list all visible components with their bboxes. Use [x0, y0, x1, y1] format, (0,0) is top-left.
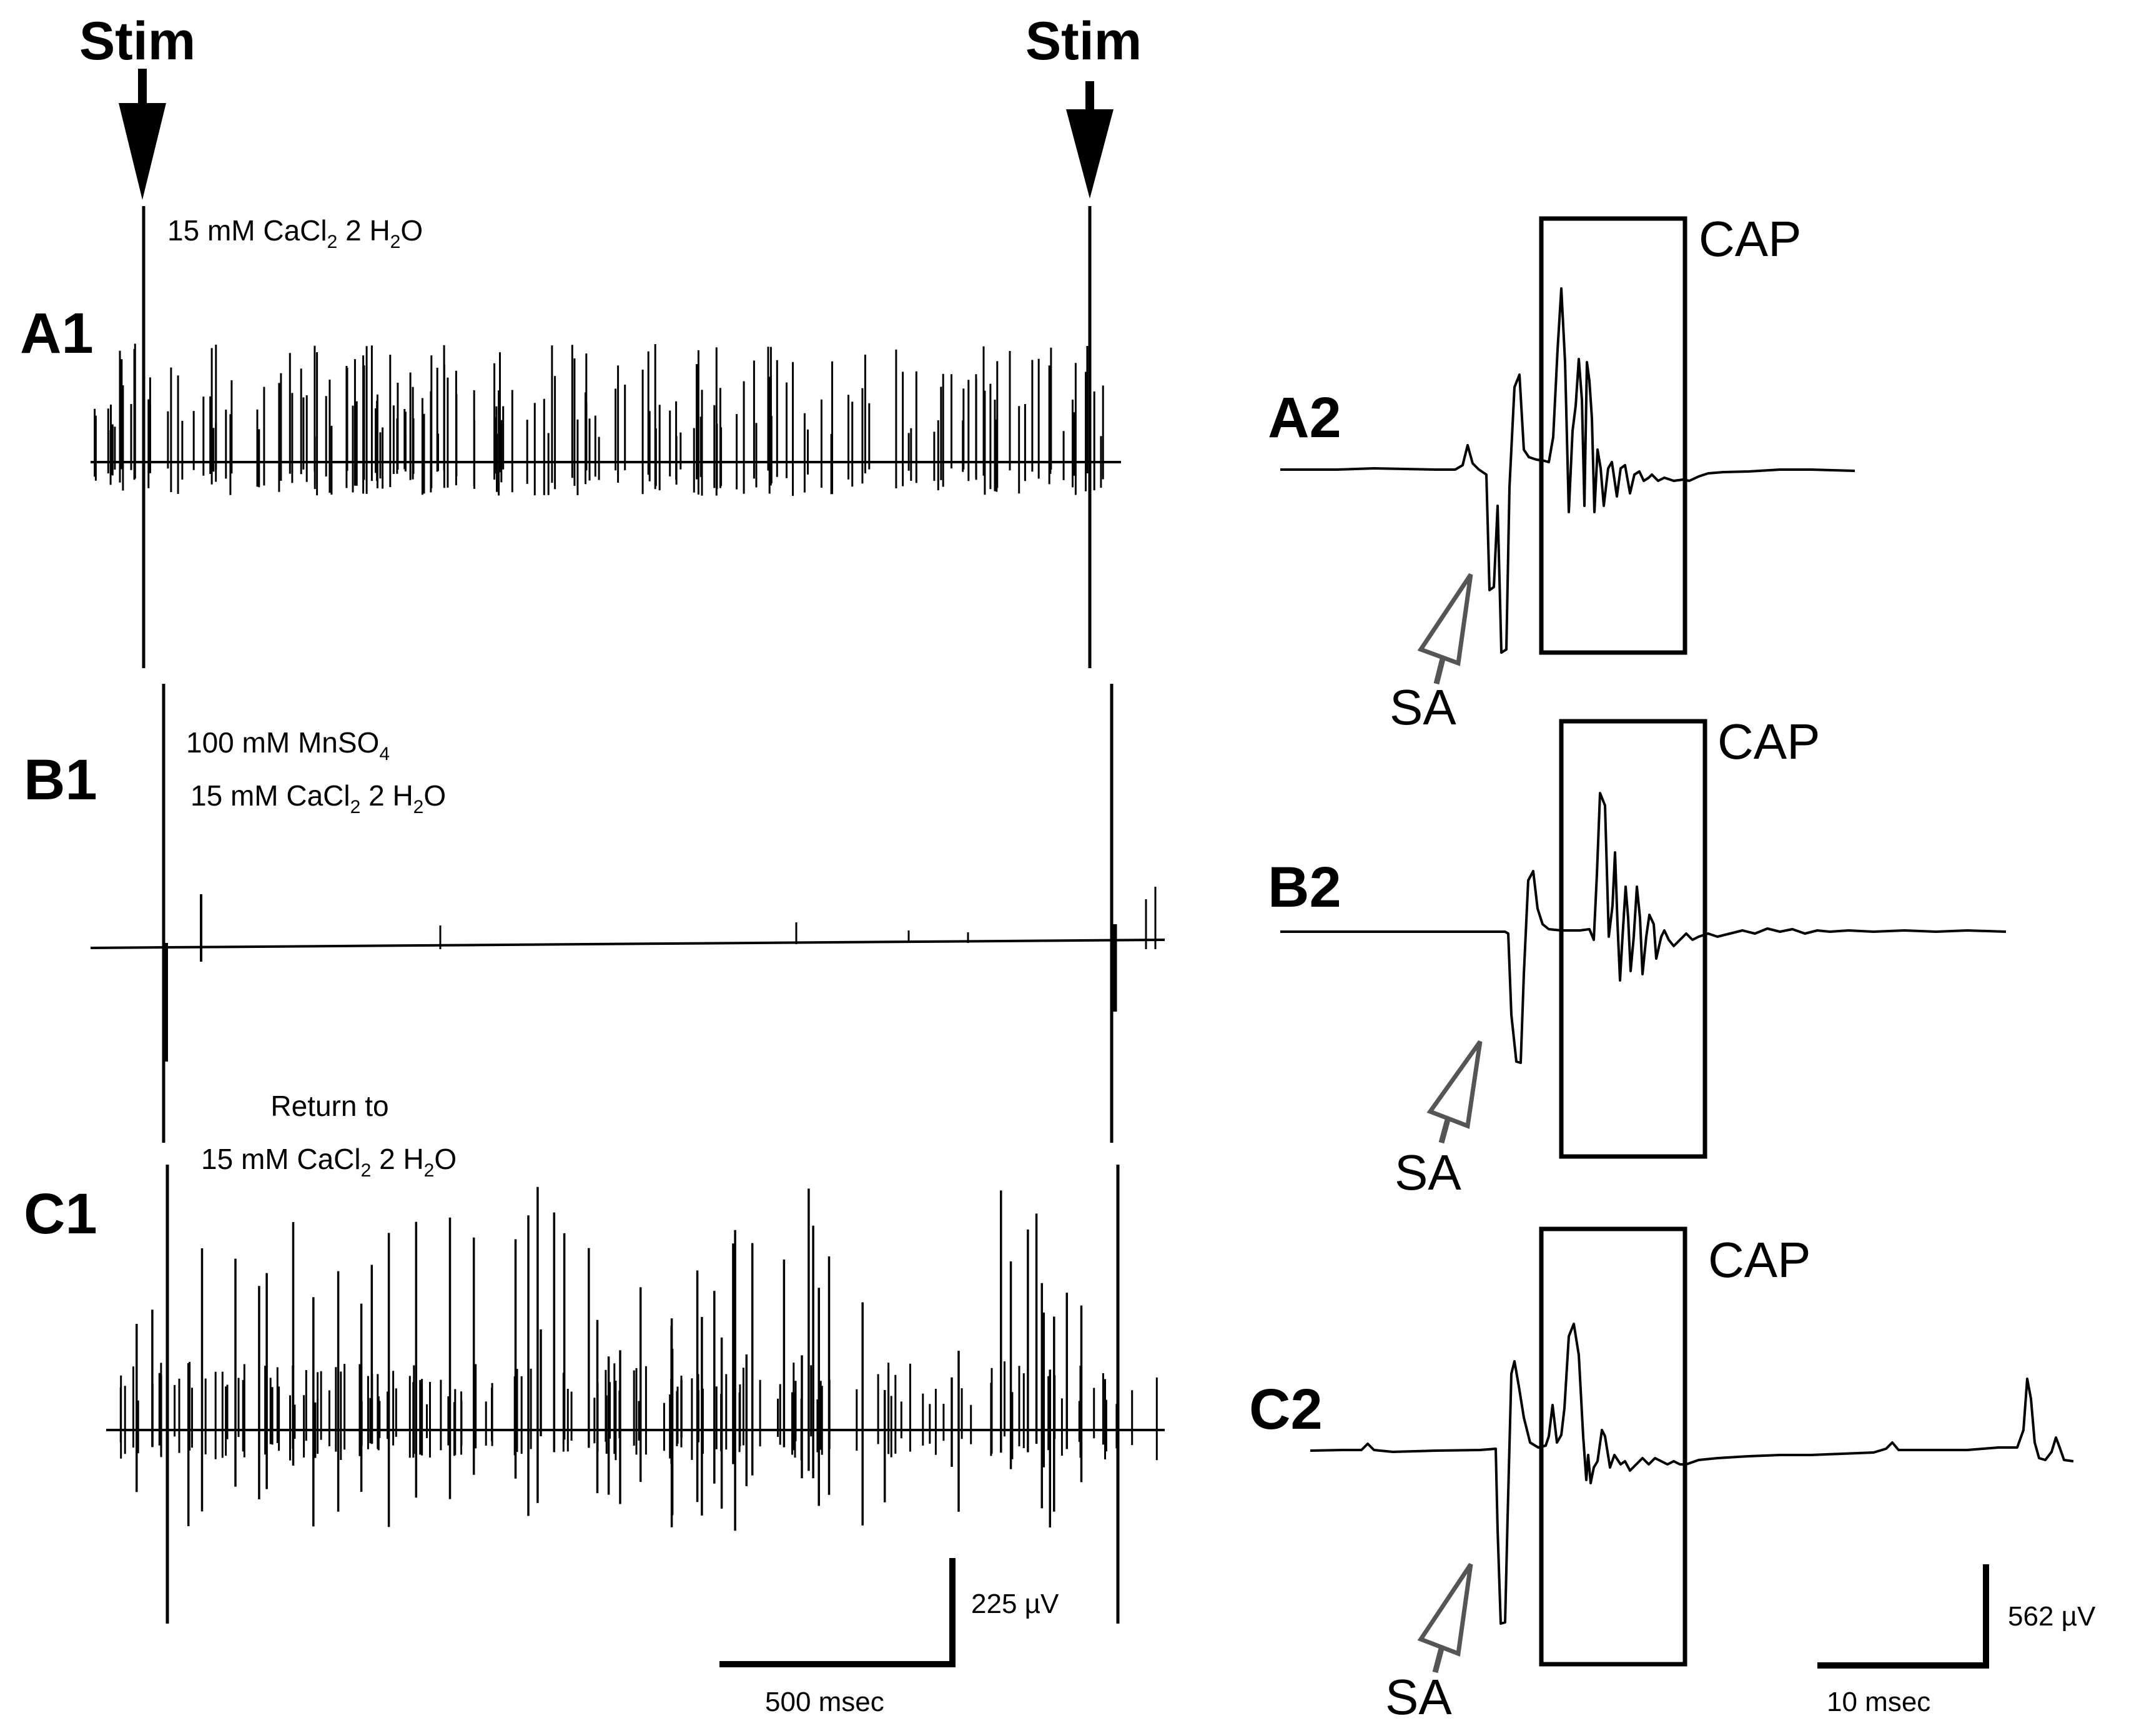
panel-label-b2: B2 [1268, 856, 1341, 919]
stim-label-right: Stim [1025, 11, 1142, 71]
panel-label-a2: A2 [1268, 386, 1341, 450]
sa-label-a2: SA [1390, 679, 1456, 735]
condition-c1-line1: Return to [270, 1090, 388, 1122]
scale-label-left-time: 500 msec [765, 1687, 884, 1717]
condition-b1-line1: 100 mM MnSO4 [186, 726, 390, 764]
cap-label-a2: CAP [1699, 211, 1802, 267]
scale-bar-right [1817, 1564, 1989, 1669]
cap-box-c2 [1539, 1226, 1687, 1667]
trace-c2 [1310, 1323, 2074, 1625]
trace-a1 [91, 206, 1121, 668]
panel-label-c2: C2 [1249, 1378, 1323, 1441]
scale-label-right-voltage: 562 µV [2008, 1601, 2096, 1632]
condition-a1: 15 mM CaCl2 2 H2O [167, 214, 423, 252]
scale-label-right-time: 10 msec [1827, 1687, 1930, 1717]
panel-label-b1: B1 [24, 748, 97, 812]
sa-label-c2: SA [1385, 1669, 1452, 1725]
stim-arrow-left-icon [119, 69, 166, 200]
scale-label-left-voltage: 225 µV [971, 1589, 1059, 1619]
panel-label-c1: C1 [24, 1182, 97, 1246]
sa-label-b2: SA [1395, 1145, 1461, 1200]
cap-label-c2: CAP [1708, 1232, 1811, 1288]
trace-c1 [106, 1165, 1165, 1624]
scale-bar-left [719, 1558, 956, 1667]
sa-arrow-b2-icon [1426, 1040, 1483, 1144]
stim-label-left: Stim [79, 11, 195, 71]
sa-arrow-c2-icon [1417, 1563, 1473, 1674]
condition-b1-line2: 15 mM CaCl2 2 H2O [190, 779, 446, 817]
trace-b2 [1280, 792, 2007, 1064]
condition-c1-line2: 15 mM CaCl2 2 H2O [201, 1143, 457, 1181]
stim-arrow-right-icon [1066, 81, 1114, 199]
cap-label-b2: CAP [1717, 714, 1820, 769]
trace-a2 [1280, 287, 1855, 654]
trace-b1 [90, 684, 1165, 1143]
sa-arrow-a2-icon [1417, 573, 1473, 685]
panel-label-a1: A1 [20, 302, 94, 365]
cap-box-a2 [1539, 216, 1687, 655]
cap-box-b2 [1559, 719, 1707, 1159]
